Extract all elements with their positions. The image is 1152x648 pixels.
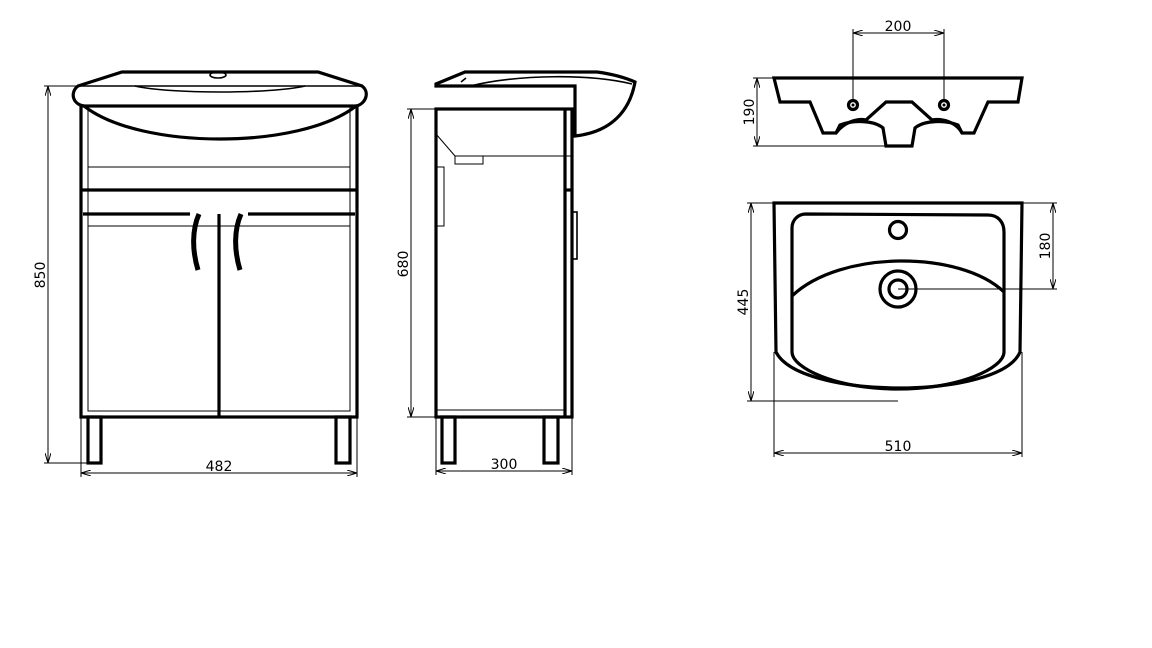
basin-section-overflow (834, 100, 964, 135)
front-right-leg (334, 415, 352, 465)
basin-section-outline (771, 76, 1024, 148)
side-cabinet-body (434, 107, 574, 419)
basin-top-outline (772, 201, 1024, 390)
side-siphon-pipe (435, 133, 456, 157)
front-left-handle (191, 212, 202, 271)
basin-bowl-curve (790, 259, 1006, 298)
side-tap-mark (460, 77, 467, 83)
front-view: 850 482 (33, 70, 368, 477)
side-height-label: 680 (396, 251, 412, 278)
right-tap-hole (937, 98, 951, 112)
basin-bowl-outline (790, 212, 1006, 391)
basin-width-label: 510 (885, 439, 912, 455)
side-basin-profile (434, 70, 637, 138)
side-depth-label: 300 (491, 457, 518, 473)
front-height-label: 850 (33, 262, 49, 289)
drain-offset-label: 180 (1038, 233, 1054, 260)
basin-section-view: 200 190 (742, 19, 1024, 148)
front-left-leg (86, 415, 103, 465)
side-right-leg (542, 415, 560, 465)
basin-depth-label: 445 (736, 289, 752, 316)
front-basin-rim (71, 70, 368, 141)
front-right-handle (233, 212, 244, 271)
top-tap-hole (887, 219, 909, 241)
tap-spacing-label: 200 (885, 19, 912, 35)
left-tap-hole-center (851, 103, 855, 107)
left-tap-hole (846, 98, 860, 112)
side-drawer-edge (435, 166, 445, 227)
side-handle (571, 211, 578, 260)
right-tap-hole-center (942, 103, 946, 107)
basin-top-view: 445 180 510 (736, 201, 1057, 457)
side-siphon-block (454, 155, 484, 165)
side-view: 680 300 (396, 70, 637, 475)
basin-height-label: 190 (742, 99, 758, 126)
front-width-label: 482 (206, 459, 233, 475)
side-basin-bowl-edge (469, 75, 633, 87)
side-left-leg (440, 415, 457, 465)
front-tap-hole (209, 71, 227, 79)
front-basin-bowl-edge (134, 85, 306, 93)
